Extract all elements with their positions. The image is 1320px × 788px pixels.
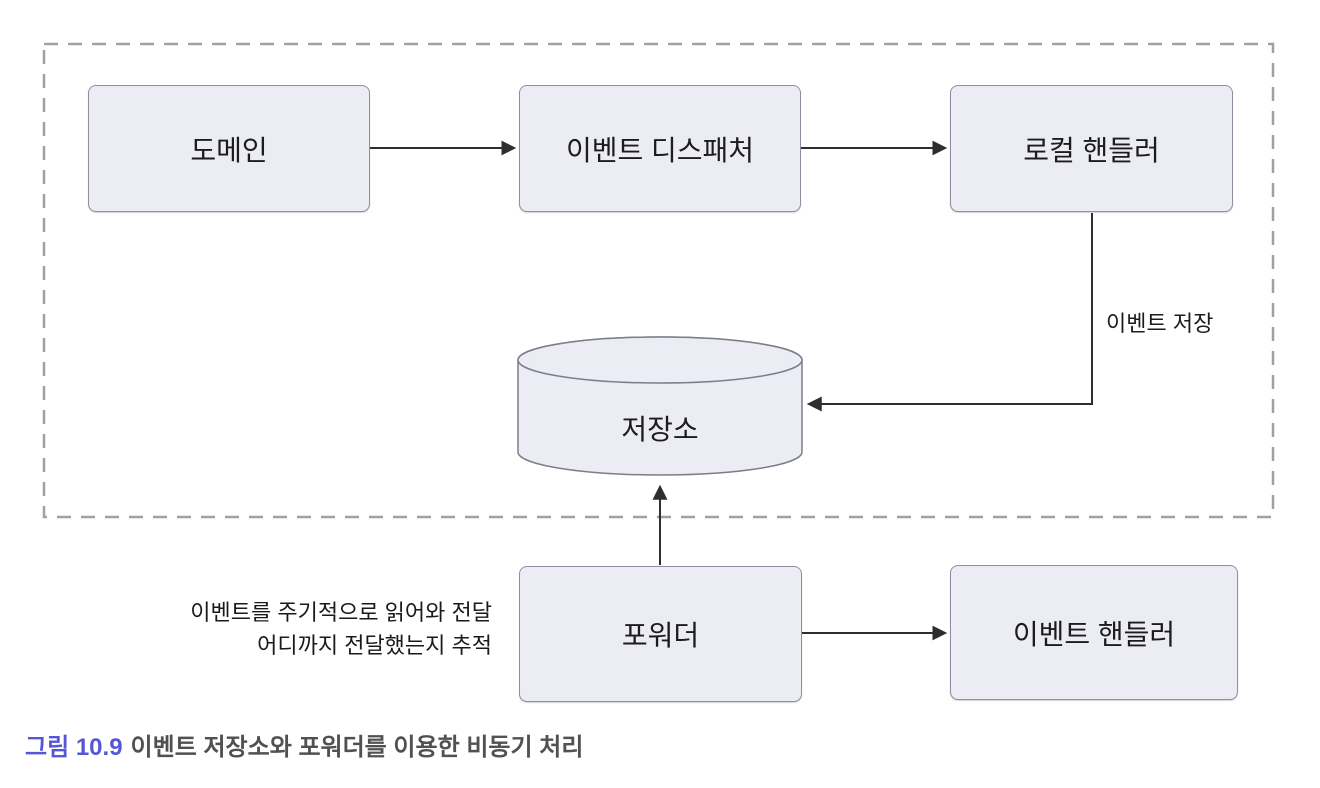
node-forwarder-label: 포워더 bbox=[621, 620, 700, 651]
sync-boundary-dashed-box bbox=[42, 42, 1275, 519]
node-domain: 도메인 bbox=[88, 85, 370, 212]
figure-caption-title: 이벤트 저장소와 포워더를 이용한 비동기 처리 bbox=[130, 734, 584, 761]
node-event-handler-label: 이벤트 핸들러 bbox=[1012, 618, 1176, 650]
node-event-handler: 이벤트 핸들러 bbox=[950, 565, 1238, 700]
node-store-label: 저장소 bbox=[621, 414, 699, 445]
node-event-dispatcher: 이벤트 디스패처 bbox=[519, 85, 801, 212]
figure-caption: 그림 10.9 이벤트 저장소와 포워더를 이용한 비동기 처리 bbox=[25, 727, 583, 762]
node-local-handler: 로컬 핸들러 bbox=[950, 85, 1233, 212]
node-event-dispatcher-label: 이벤트 디스패처 bbox=[565, 134, 755, 166]
figure-caption-number: 그림 10.9 bbox=[25, 734, 123, 761]
node-local-handler-label: 로컬 핸들러 bbox=[1023, 134, 1160, 166]
edge-label-save-event: 이벤트 저장 bbox=[1106, 311, 1214, 336]
forwarder-annotation: 이벤트를 주기적으로 읽어와 전달 어디까지 전달했는지 추적 bbox=[100, 596, 492, 662]
node-forwarder: 포워더 bbox=[519, 566, 802, 702]
forwarder-annotation-line1: 이벤트를 주기적으로 읽어와 전달 bbox=[190, 600, 492, 625]
forwarder-annotation-line2: 어디까지 전달했는지 추적 bbox=[257, 633, 492, 658]
arrow-local-handler-to-store bbox=[806, 213, 1093, 412]
node-domain-label: 도메인 bbox=[190, 134, 268, 166]
database-cylinder-icon bbox=[517, 336, 803, 476]
